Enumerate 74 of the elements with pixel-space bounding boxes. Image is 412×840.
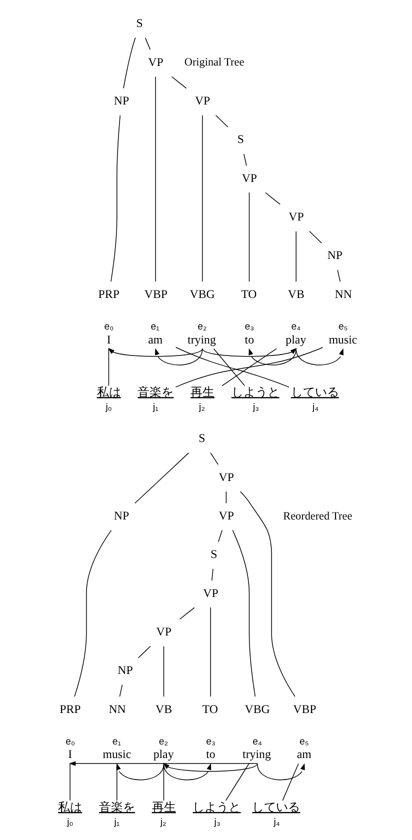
node-label: e₂ [197, 322, 206, 333]
node-text: am [148, 332, 162, 346]
node-text: 音楽を [137, 385, 174, 400]
node-text: S [136, 16, 142, 30]
node-label: e₀ [104, 322, 114, 333]
node-label: e₂ [158, 736, 168, 748]
node-text: S [236, 132, 244, 146]
node-text: VP [218, 470, 234, 484]
node-text: VBP [144, 286, 168, 301]
node-text: VP [288, 210, 304, 224]
node-text: S [198, 431, 205, 446]
node-text: NP [113, 508, 129, 522]
node-text: VBG [244, 702, 270, 716]
node-label: j₃ [214, 816, 220, 828]
node-label: j₀ [105, 402, 112, 413]
node-text: VB [287, 286, 304, 301]
node-label: e₃ [244, 322, 254, 333]
node-label: e₄ [252, 736, 262, 748]
node-label: j₀ [66, 816, 73, 828]
node-text: I [106, 332, 110, 346]
node-text: NP [117, 663, 132, 678]
node-text: している [252, 800, 300, 814]
node-text: VB [155, 702, 172, 716]
node-label: e₄ [290, 322, 300, 333]
node-text: to [244, 332, 254, 346]
node-text: am [296, 747, 311, 762]
node-text: しようと [230, 385, 279, 400]
node-text: している [290, 385, 338, 400]
node-text: PRP [98, 286, 119, 301]
node-label: e₁ [112, 736, 121, 748]
node-label: e₁ [150, 322, 159, 333]
node-text: 音楽を [98, 800, 135, 814]
node-text: trying [242, 747, 270, 762]
label: Reordered Tree [282, 510, 352, 522]
node-label: j₄ [312, 402, 318, 413]
node-text: 私は [96, 385, 120, 400]
node-text: NP [113, 94, 129, 108]
node-text: VP [148, 54, 163, 69]
node-text: VP [241, 170, 257, 185]
node-text: VBG [189, 286, 214, 301]
node-text: play [152, 747, 174, 762]
node-text: NN [108, 702, 126, 716]
node-text: I [68, 747, 72, 762]
node-text: NP [326, 248, 342, 262]
node-text: 私は [58, 800, 82, 814]
node-text: S [210, 547, 217, 562]
node-text: しようと [192, 800, 240, 814]
node-label: j₂ [160, 816, 166, 828]
node-label: j₂ [198, 402, 204, 413]
node-text: NN [334, 286, 352, 301]
node-text: music [102, 747, 131, 762]
node-label: e₀ [65, 736, 74, 748]
node-label: j₃ [252, 402, 259, 413]
node-label: e₃ [206, 736, 215, 748]
node-text: VBP [292, 702, 316, 716]
node-text: music [328, 332, 357, 346]
node-text: play [285, 332, 306, 346]
node-text: VP [218, 508, 234, 522]
label: Original Tree [184, 56, 244, 69]
node-text: TO [202, 702, 218, 716]
node-label: j₁ [152, 402, 158, 413]
node-text: VP [194, 94, 210, 108]
node-label: j₄ [273, 816, 280, 828]
node-label: e₅ [298, 736, 308, 748]
node-text: VP [202, 586, 218, 600]
node-text: TO [240, 286, 256, 301]
node-text: to [206, 747, 215, 762]
node-text: VP [156, 624, 171, 638]
node-label: e₅ [338, 322, 348, 333]
node-text: trying [187, 332, 216, 346]
node-text: 再生 [151, 800, 176, 814]
node-text: PRP [59, 702, 80, 716]
node-text: 再生 [190, 385, 214, 400]
node-label: j₁ [114, 816, 120, 828]
